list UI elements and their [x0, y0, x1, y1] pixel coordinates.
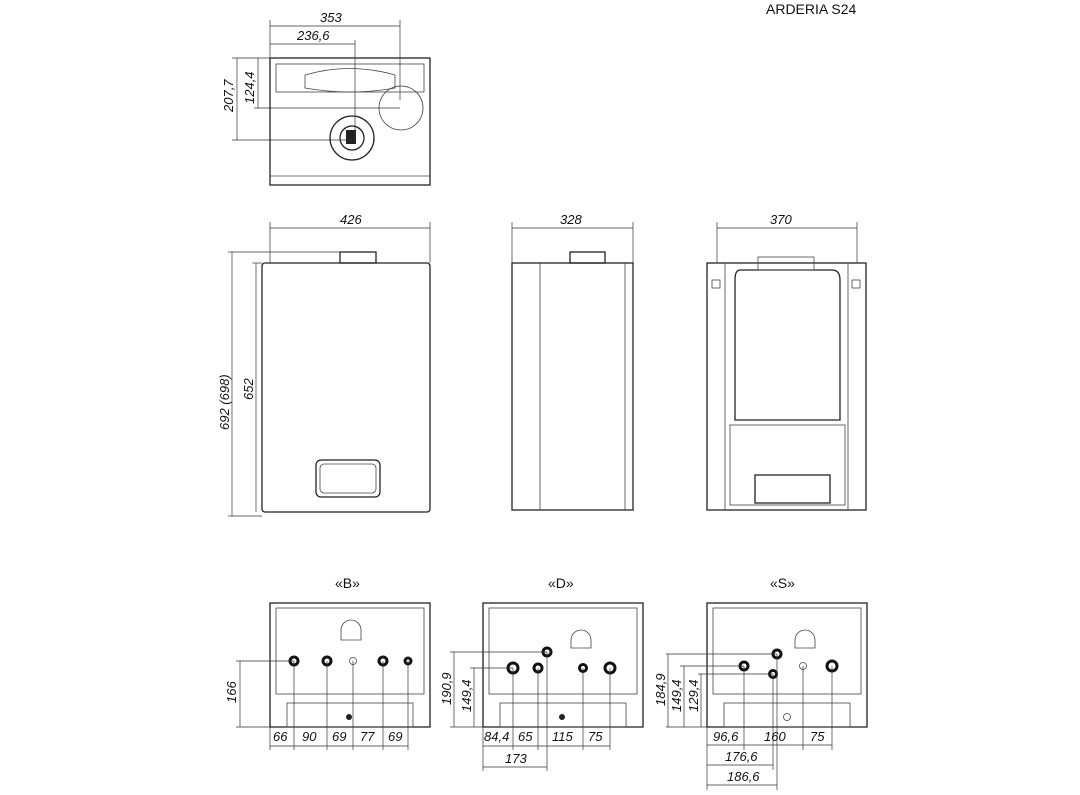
- dim-s-height: 149,4: [669, 679, 684, 712]
- dim-d-spacing: 65: [518, 729, 533, 744]
- dim-d-spacing: 84,4: [484, 729, 509, 744]
- dim-s-spacing: 160: [764, 729, 786, 744]
- dim-top-depth-offset: 124,4: [242, 71, 257, 104]
- view-label-d: «D»: [548, 575, 574, 591]
- dim-front-height-body: 652: [241, 378, 256, 400]
- bottom-view-d: «D» 190,9 149,4 84,4 65 115 75 173: [439, 575, 644, 771]
- dim-s-height: 184,9: [653, 673, 668, 706]
- dim-d-height: 149,4: [459, 679, 474, 712]
- dim-d-height: 190,9: [439, 672, 454, 705]
- dim-b-height: 166: [224, 681, 239, 703]
- front-view: 426 692 (698) 652: [217, 212, 431, 517]
- top-view: 353 236,6 207,7 124,4: [221, 10, 431, 186]
- side-view: 328: [511, 212, 634, 511]
- dim-d-spacing: 75: [588, 729, 603, 744]
- bottom-view-b: «B» 166 66 90 69 77 69: [224, 575, 431, 750]
- dim-back-width: 370: [770, 212, 792, 227]
- dim-b-spacing: 69: [332, 729, 346, 744]
- dim-s-spacing: 75: [810, 729, 825, 744]
- dim-front-width: 426: [340, 212, 362, 227]
- model-title: ARDERIA S24: [766, 1, 856, 17]
- view-label-s: «S»: [770, 575, 795, 591]
- bottom-view-s: «S» 184,9 149,4 129,4 96,6 160 75 176,6 …: [653, 575, 868, 790]
- dim-top-depth: 207,7: [221, 79, 236, 113]
- dim-s-height: 129,4: [686, 679, 701, 712]
- dim-top-offset: 236,6: [296, 28, 330, 43]
- dim-b-spacing: 90: [302, 729, 317, 744]
- dim-side-depth: 328: [560, 212, 582, 227]
- dim-s-total: 176,6: [725, 749, 758, 764]
- dim-s-spacing: 96,6: [713, 729, 739, 744]
- back-view: 370: [706, 212, 867, 511]
- dim-d-total: 173: [505, 751, 527, 766]
- dim-b-spacing: 69: [388, 729, 402, 744]
- dim-d-spacing: 115: [552, 729, 573, 744]
- dim-top-width: 353: [320, 10, 342, 25]
- view-label-b: «B»: [335, 575, 360, 591]
- dim-front-height-total: 692 (698): [217, 374, 232, 430]
- dim-s-total: 186,6: [727, 769, 760, 784]
- dim-b-spacing: 66: [273, 729, 288, 744]
- dim-b-spacing: 77: [360, 729, 375, 744]
